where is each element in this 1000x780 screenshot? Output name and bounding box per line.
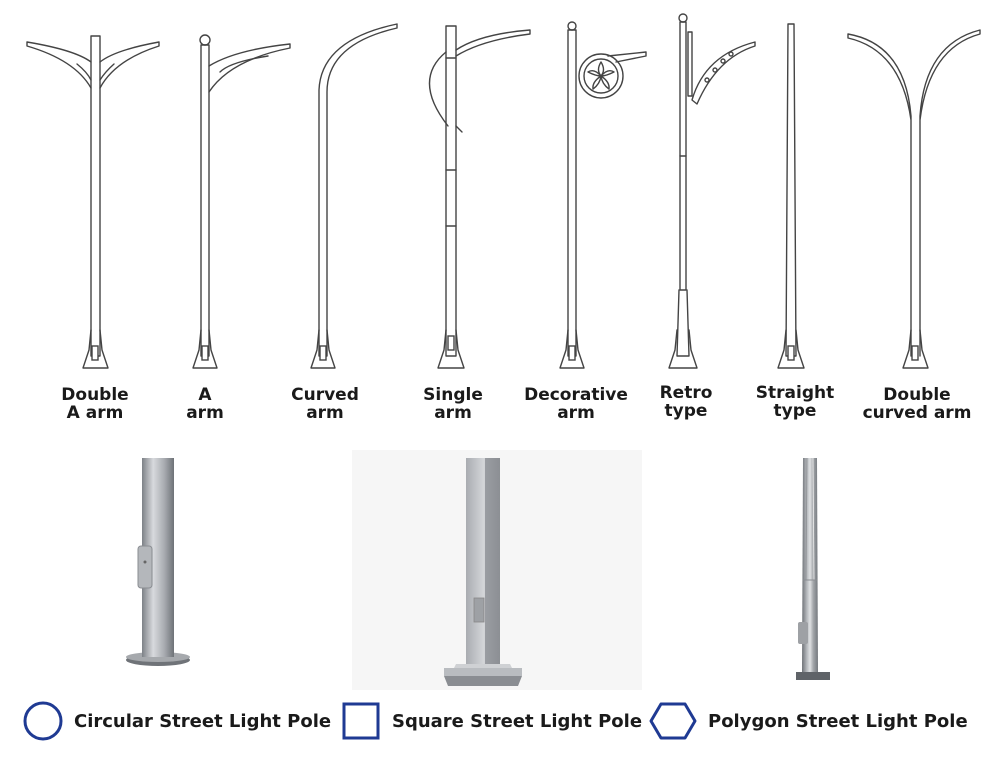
pole-label-decorative-arm: Decorative arm (524, 386, 628, 422)
curved-arm-drawing (310, 23, 398, 369)
label-line: curved arm (862, 403, 972, 423)
label-line: arm (434, 403, 472, 423)
legend-label-circular: Circular Street Light Pole (74, 710, 332, 732)
double-curved-arm-drawing (847, 29, 981, 369)
pole-label-double-a-arm: Double A arm (61, 386, 128, 422)
pole-double-a-arm: Double A arm (25, 0, 165, 440)
straight-type-drawing (777, 23, 805, 369)
label-line: Straight (755, 383, 835, 403)
square-icon (342, 702, 380, 740)
a-arm-drawing (192, 34, 291, 369)
label-line: A arm (66, 403, 124, 423)
circle-icon (23, 701, 63, 741)
label-line: arm (306, 403, 344, 423)
pole-a-arm: A arm (180, 0, 300, 440)
legend-label-square: Square Street Light Pole (392, 710, 643, 732)
polygon-pole-image (796, 457, 830, 680)
pole-photos-row (0, 450, 1000, 690)
pole-label-single-arm: Single arm (423, 386, 483, 422)
pole-label-a-arm: A arm (186, 386, 224, 422)
double-a-arm-drawing (26, 35, 160, 369)
pole-single-arm: Single arm (420, 0, 540, 440)
legend-square: Square Street Light Pole (340, 696, 642, 746)
pole-decorative-arm: Decorative arm (520, 0, 650, 440)
label-line: Double (61, 385, 129, 405)
label-line: Retro (659, 383, 713, 403)
label-line: arm (557, 403, 595, 423)
hexagon-icon (649, 702, 697, 740)
pole-curved-arm: Curved arm (291, 0, 405, 440)
legend-circular: Circular Street Light Pole (22, 696, 331, 746)
label-line: A (198, 385, 212, 405)
circular-pole-image (126, 458, 190, 666)
single-arm-drawing (428, 25, 531, 369)
label-line: type (773, 401, 817, 421)
pole-label-retro-type: Retro type (660, 384, 713, 420)
pole-retro-type: Retro type (655, 0, 765, 440)
pole-label-straight-type: Straight type (756, 384, 834, 420)
pole-shape-legend: Circular Street Light Pole Square Street… (0, 696, 1000, 746)
legend-label-polygon: Polygon Street Light Pole (708, 710, 968, 732)
label-line: arm (186, 403, 224, 423)
label-line: Decorative (524, 385, 628, 405)
label-line: Curved (291, 385, 359, 405)
pole-label-curved-arm: Curved arm (291, 386, 359, 422)
pole-straight-type: Straight type (756, 0, 840, 440)
legend-polygon: Polygon Street Light Pole (648, 696, 968, 746)
retro-type-drawing (668, 13, 756, 369)
label-line: Single (423, 385, 483, 405)
label-line: type (664, 401, 708, 421)
pole-types-row: Double A arm A arm Curved arm (25, 0, 985, 440)
label-line: Double (883, 385, 951, 405)
decorative-arm-drawing (559, 21, 647, 369)
square-pole-image (444, 458, 522, 686)
pole-label-double-curved-arm: Double curved arm (863, 386, 972, 422)
pole-double-curved-arm: Double curved arm (845, 0, 985, 440)
